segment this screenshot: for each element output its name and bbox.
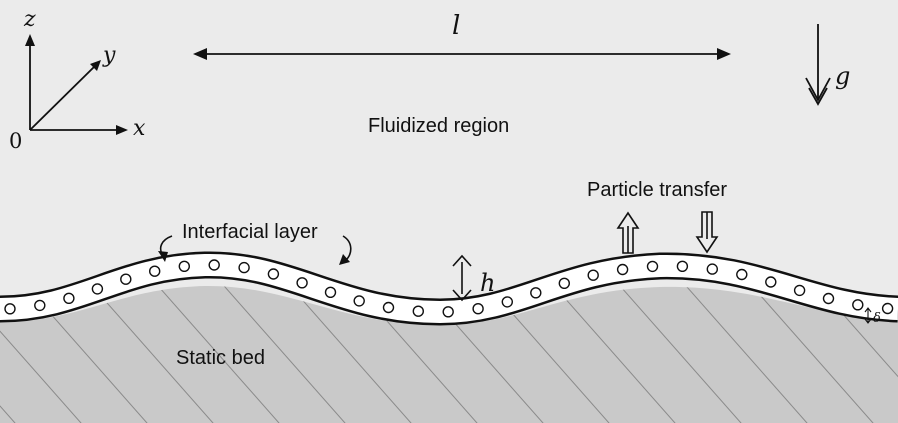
- particle: [34, 299, 46, 312]
- x-axis-arrowhead: [116, 125, 128, 135]
- particle: [558, 277, 570, 289]
- thickness-arrowhead-up: [864, 307, 872, 313]
- y-axis-label: y: [102, 43, 116, 68]
- particle: [267, 268, 280, 280]
- amplitude-arrowhead-down: [452, 289, 472, 302]
- particle: [91, 283, 104, 295]
- transfer-down-arrow: [695, 211, 719, 254]
- particle: [296, 277, 308, 289]
- amplitude-arrowhead-up: [452, 254, 472, 267]
- y-axis-arrowhead: [90, 60, 101, 71]
- thickness-label: δ: [873, 311, 881, 326]
- particle: [120, 273, 132, 285]
- particle: [587, 269, 599, 281]
- layer-pointer-right-head: [339, 254, 350, 265]
- y-axis: [29, 65, 96, 131]
- particle: [881, 302, 894, 315]
- hatch-line: [143, 285, 295, 423]
- hatch-line: [0, 285, 31, 423]
- particle: [178, 260, 191, 272]
- amplitude-label: h: [480, 269, 495, 297]
- particle: [324, 286, 337, 298]
- particle: [852, 299, 864, 311]
- wavelength-arrowhead-left: [193, 48, 207, 60]
- particle-transfer-label: Particle transfer: [587, 179, 727, 201]
- hatch-line: [671, 285, 823, 423]
- particle: [646, 260, 659, 273]
- particle: [63, 292, 75, 304]
- z-axis-label: z: [23, 7, 36, 32]
- particle: [412, 305, 424, 317]
- particle: [530, 287, 542, 299]
- particle: [676, 260, 689, 272]
- particle: [353, 295, 365, 307]
- particle: [501, 296, 513, 308]
- particle: [148, 265, 161, 277]
- particle: [208, 259, 220, 271]
- x-axis-label: x: [133, 116, 146, 141]
- particle: [793, 284, 806, 297]
- thickness-arrowhead-down: [864, 318, 872, 324]
- particle: [616, 263, 629, 276]
- z-axis-arrowhead: [25, 34, 35, 46]
- particle: [736, 268, 748, 281]
- wavelength-label: l: [452, 11, 460, 41]
- gravity-arrow: [805, 24, 831, 106]
- layer-particles: [4, 259, 894, 318]
- particle: [765, 276, 777, 288]
- origin-label: 0: [9, 129, 22, 153]
- hatch-line: [605, 285, 757, 423]
- particle: [238, 261, 250, 274]
- layer-pointer-left-head: [158, 251, 168, 262]
- particle: [706, 263, 718, 275]
- particle: [4, 303, 16, 315]
- transfer-up-arrow: [616, 211, 640, 254]
- hatch-line: [737, 285, 889, 423]
- coordinate-axes: [29, 42, 120, 131]
- particle: [822, 292, 835, 305]
- particle: [442, 306, 454, 318]
- hatch-line: [0, 285, 97, 423]
- static-bed-area: [0, 285, 898, 423]
- hatch-line: [209, 285, 361, 423]
- fluidized-region-label: Fluidized region: [368, 115, 509, 137]
- particle: [382, 301, 395, 314]
- particle: [472, 303, 484, 315]
- static-bed-label: Static bed: [176, 347, 265, 369]
- wavelength-arrowhead-right: [717, 48, 731, 60]
- gravity-label: g: [835, 62, 850, 90]
- interfacial-layer-label: Interfacial layer: [182, 221, 318, 243]
